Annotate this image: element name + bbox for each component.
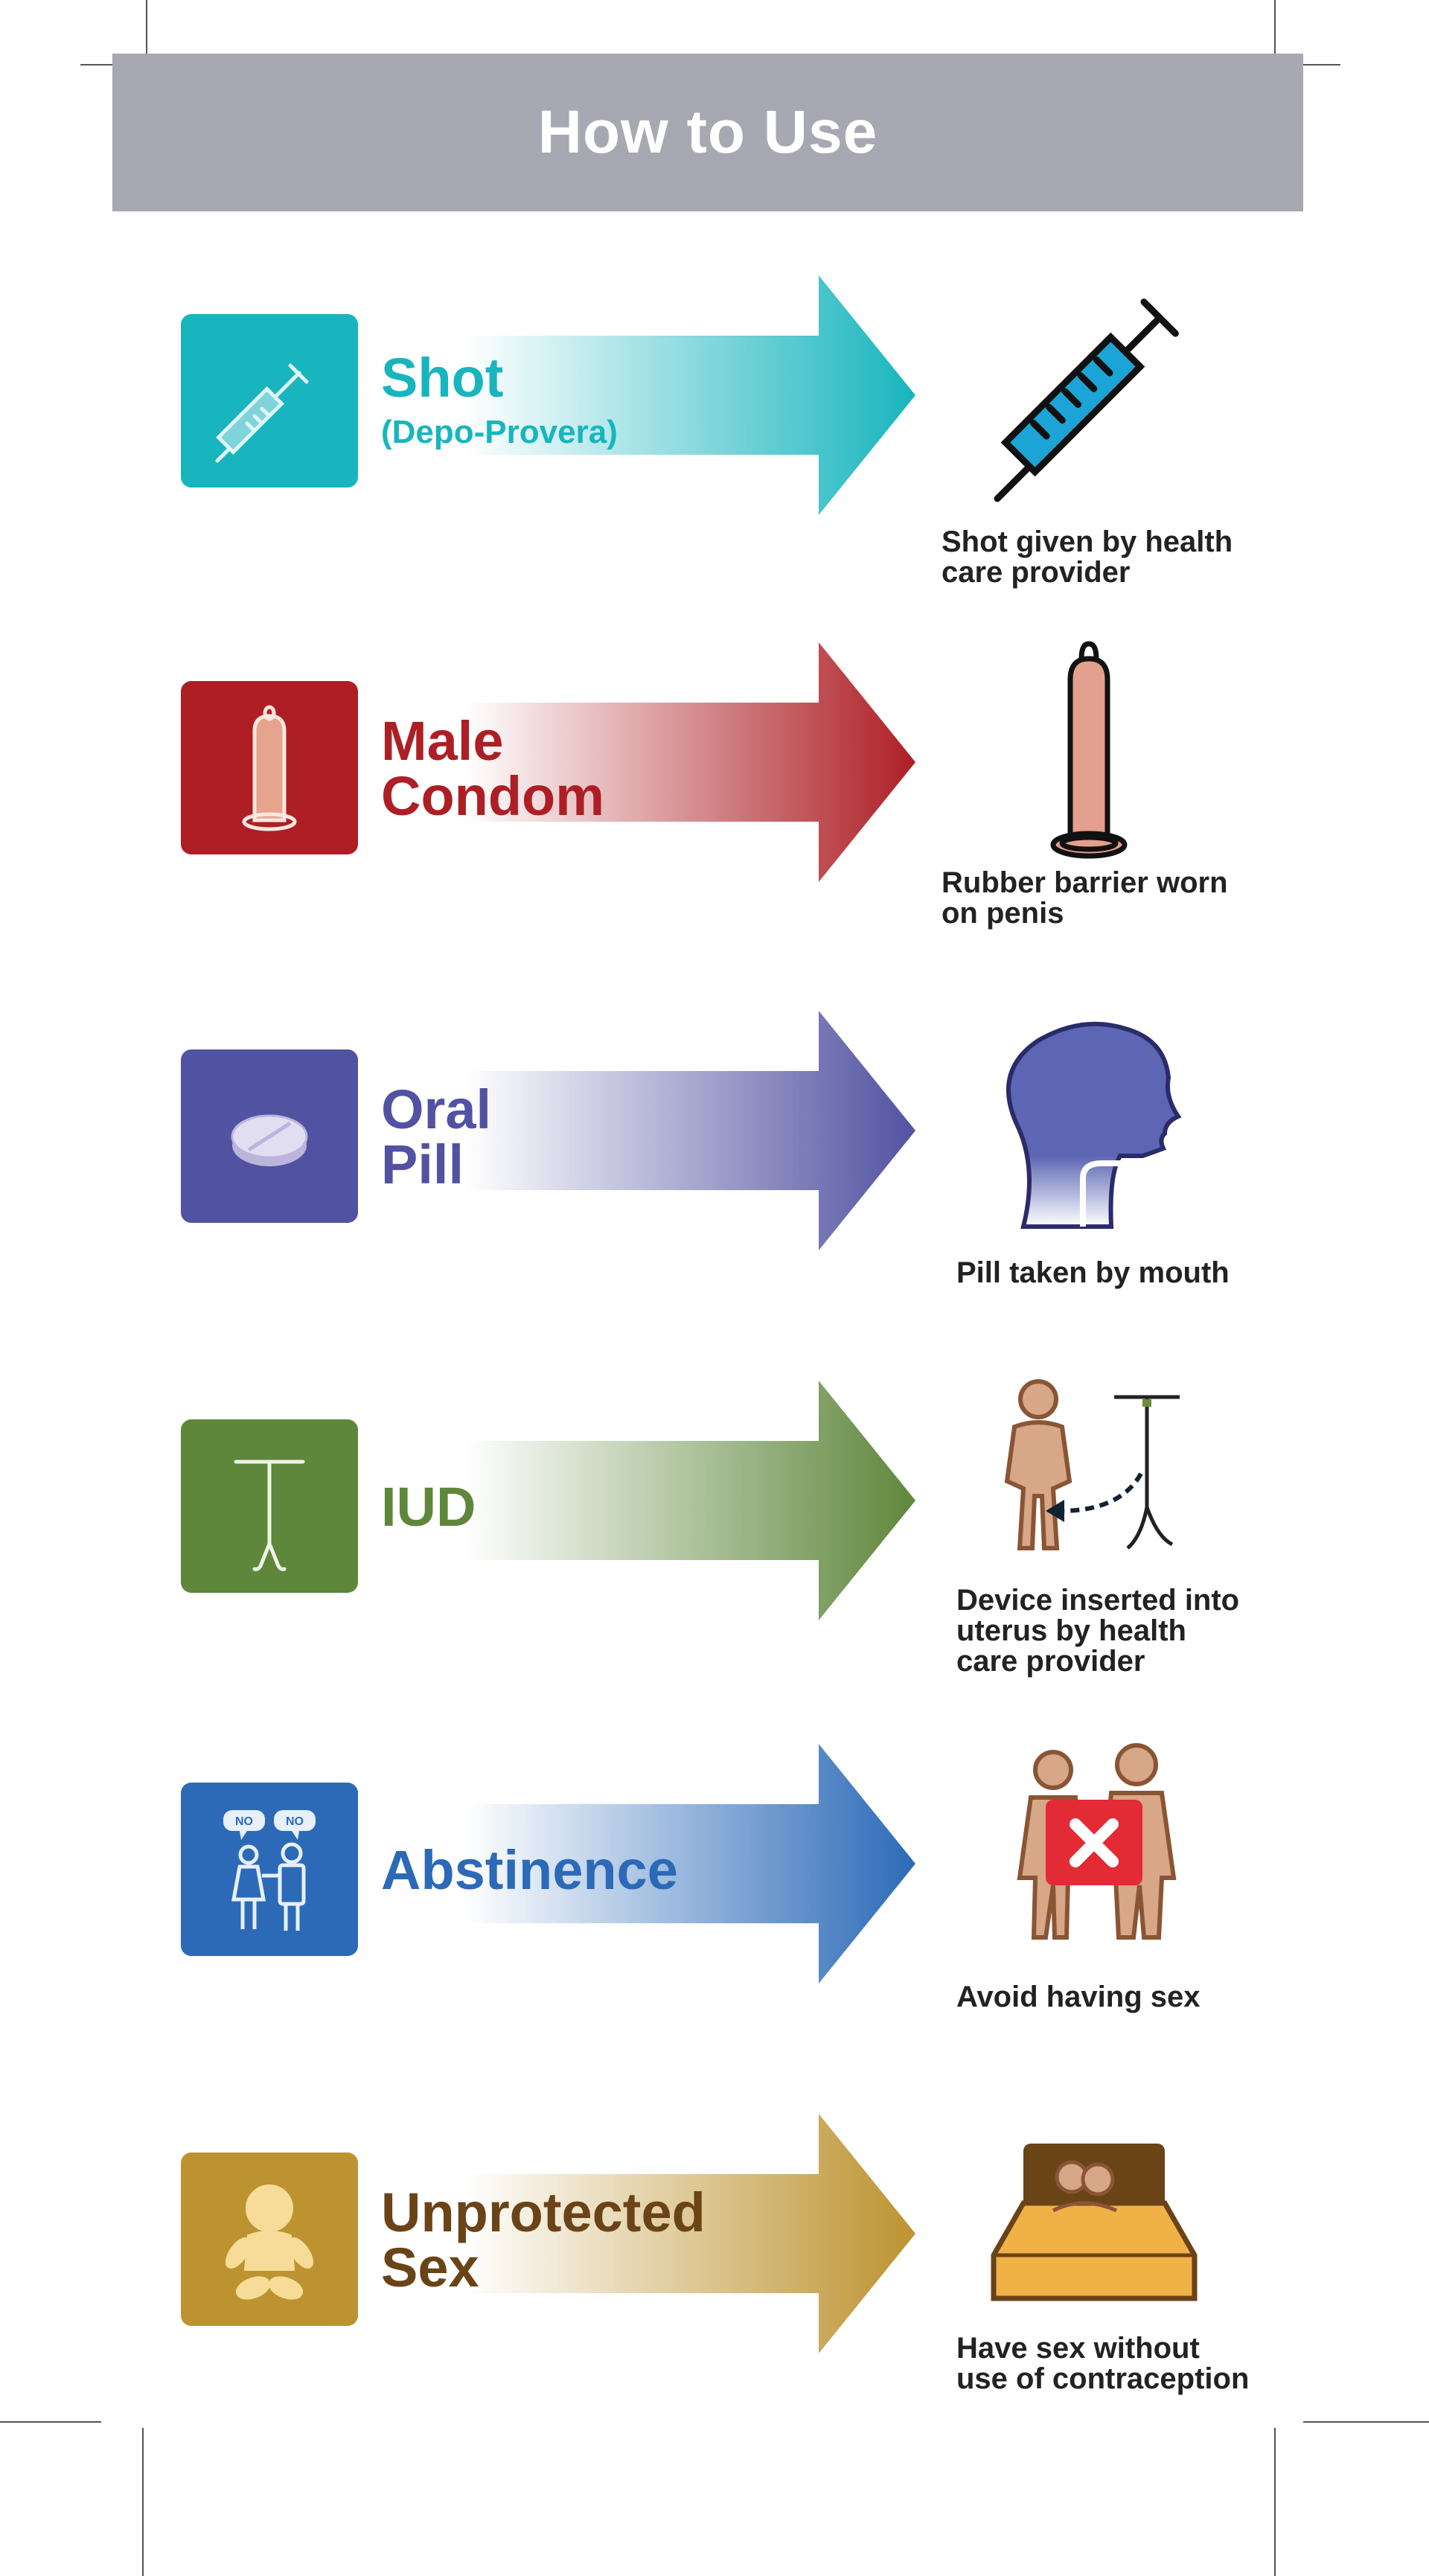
method-caption: Rubber barrier worn on penis bbox=[942, 868, 1262, 929]
method-caption: Shot given by health care provider bbox=[942, 527, 1262, 588]
caption-line: use of contraception bbox=[956, 2362, 1250, 2395]
method-label: Shot (Depo-Provera) bbox=[381, 253, 618, 551]
arrow-graphic bbox=[339, 1011, 915, 1250]
iud-icon bbox=[181, 1419, 358, 1593]
method-row-abstinence: NO NO Abstinence bbox=[0, 1722, 1429, 2042]
method-title-line: Male bbox=[381, 710, 504, 772]
crop-mark bbox=[1303, 64, 1340, 65]
method-label: Abstinence bbox=[381, 1722, 678, 2019]
arrow-graphic bbox=[339, 2114, 915, 2353]
caption-line: uterus by health bbox=[956, 1614, 1186, 1647]
method-caption: Avoid having sex bbox=[956, 1982, 1276, 2013]
method-caption: Pill taken by mouth bbox=[956, 1258, 1276, 1288]
pill-icon bbox=[181, 1049, 358, 1223]
arrow-graphic bbox=[339, 642, 915, 882]
baby-icon bbox=[181, 2152, 358, 2326]
caption-line: Shot given by health bbox=[942, 525, 1233, 558]
method-row-unprotected-sex: Unprotected Sex Have sex without use of … bbox=[0, 2091, 1429, 2412]
method-title-line: Pill bbox=[381, 1134, 464, 1195]
couple-crossed-illustration bbox=[942, 1729, 1239, 1975]
caption-line: on penis bbox=[942, 897, 1064, 930]
crop-mark bbox=[1274, 0, 1276, 54]
couple-in-bed-illustration bbox=[942, 2099, 1239, 2345]
caption-line: Device inserted into bbox=[956, 1584, 1240, 1617]
method-title: IUD bbox=[381, 1476, 476, 1538]
method-row-male-condom: Male Condom Rubber barrier worn on penis bbox=[0, 620, 1429, 940]
no-speech-text: NO bbox=[235, 1815, 253, 1828]
method-caption: Have sex without use of contraception bbox=[956, 2333, 1276, 2394]
header-banner: How to Use bbox=[112, 54, 1303, 211]
crop-mark bbox=[146, 0, 147, 54]
page-title: How to Use bbox=[537, 98, 878, 166]
method-row-shot: Shot (Depo-Provera) Shot given by health… bbox=[0, 253, 1429, 588]
head-profile-illustration bbox=[942, 996, 1239, 1241]
caption-line: Rubber barrier worn bbox=[942, 866, 1228, 899]
crop-mark bbox=[0, 2421, 101, 2423]
caption-line: care provider bbox=[942, 556, 1131, 589]
iud-insertion-illustration bbox=[942, 1366, 1239, 1611]
crop-mark bbox=[1274, 2428, 1276, 2576]
method-label: Oral Pill bbox=[381, 988, 491, 1286]
caption-line: Avoid having sex bbox=[956, 1981, 1201, 2013]
syringe-icon bbox=[181, 314, 358, 488]
arrow-graphic bbox=[339, 1381, 915, 1620]
method-label: IUD bbox=[381, 1358, 476, 1656]
method-title-line: Unprotected bbox=[381, 2182, 706, 2243]
condom-icon bbox=[181, 681, 358, 854]
method-row-oral-pill: Oral Pill Pill taken by mouth bbox=[0, 988, 1429, 1308]
method-caption: Device inserted into uterus by health ca… bbox=[956, 1585, 1276, 1677]
no-speech-text: NO bbox=[286, 1815, 304, 1828]
arrow-graphic bbox=[339, 275, 915, 515]
caption-line: Have sex without bbox=[956, 2332, 1200, 2365]
method-label: Unprotected Sex bbox=[381, 2091, 706, 2389]
crop-mark bbox=[142, 2428, 144, 2576]
couple-saying-no-icon: NO NO bbox=[181, 1783, 358, 1956]
method-title-line: Sex bbox=[381, 2237, 479, 2298]
method-title-line: Condom bbox=[381, 765, 605, 827]
method-title-line: Oral bbox=[381, 1078, 492, 1140]
condom-illustration bbox=[942, 627, 1239, 873]
caption-line: Pill taken by mouth bbox=[956, 1256, 1230, 1289]
method-label: Male Condom bbox=[381, 620, 604, 918]
method-title: Abstinence bbox=[381, 1839, 678, 1901]
method-title: Shot bbox=[381, 347, 504, 409]
crop-mark bbox=[1303, 2421, 1429, 2423]
method-row-iud: IUD Device inserted into uterus by healt… bbox=[0, 1358, 1429, 1678]
method-subtitle: (Depo-Provera) bbox=[381, 414, 618, 450]
crop-mark bbox=[80, 64, 112, 65]
caption-line: care provider bbox=[956, 1645, 1145, 1678]
arrow-graphic bbox=[339, 1744, 915, 1984]
syringe-illustration bbox=[942, 261, 1239, 506]
